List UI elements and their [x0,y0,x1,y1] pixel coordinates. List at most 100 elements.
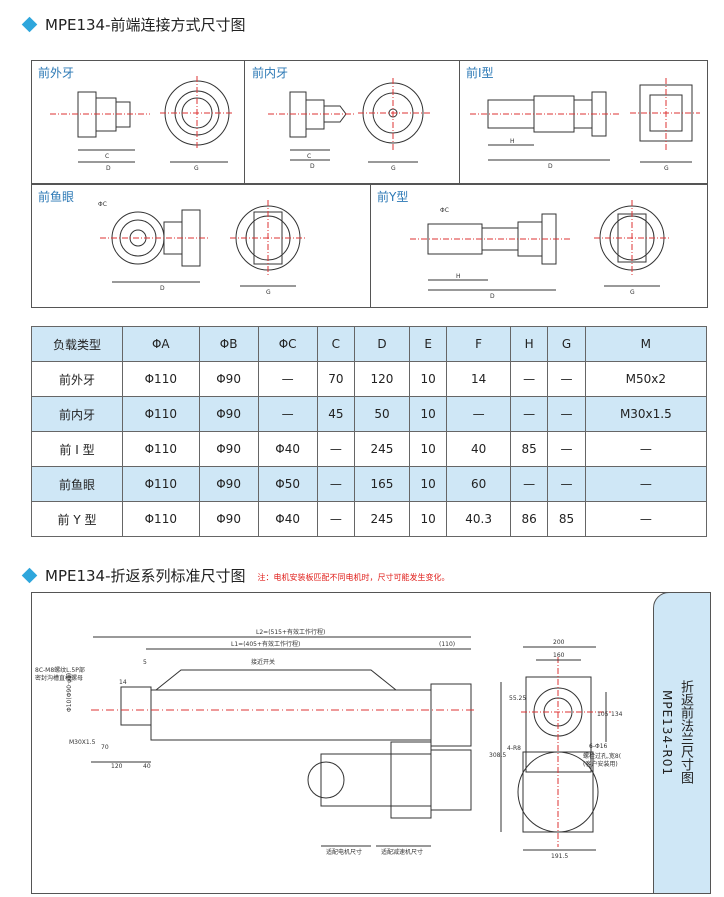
section-title-fold: MPE134-折返系列标准尺寸图 注：电机安装板匹配不同电机时，尺寸可能发生变化… [20,565,450,586]
dim-134: 134 [611,711,623,718]
panel-label-front-y: 前Y型 [377,190,409,204]
dim-l2: L2=(515+有效工作行程) [256,628,325,636]
table-cell: 85 [547,501,586,537]
section-title-text: MPE134-前端连接方式尺寸图 [45,16,246,34]
drawings-row-bottom [31,184,708,308]
table-cell: 10 [408,501,448,537]
table-cell: 前外牙 [31,361,123,397]
table-cell: Φ110 [122,431,200,467]
section-title-text: MPE134-折返系列标准尺寸图 [45,567,246,585]
dim-label-c-1: C [105,153,109,160]
panel-label-front-fisheye: 前鱼眼 [38,190,75,204]
table-cell: — [509,466,549,502]
dim-3085: 308.5 [489,752,506,759]
table-cell: Φ50 [257,466,318,502]
reducer-size-note: 适配减速机尺寸 [381,848,423,856]
dim-1915: 191.5 [551,853,568,860]
front-connection-drawings: C D G C D G H D G ΦC D G ΦC H D G [50,76,700,300]
table-cell: 50 [354,396,410,432]
table-cell: Φ90 [198,431,259,467]
dim-label-h-5: H [456,273,461,280]
table-row: 前 I 型 Φ110 Φ90 Φ40 — 245 10 40 85 — — [31,431,708,467]
table-cell: — [509,396,549,432]
section-note: 注：电机安装板匹配不同电机时，尺寸可能发生变化。 [257,572,450,582]
table-cell: 前内牙 [31,396,123,432]
fold-drawing-box [31,592,709,894]
table-cell: 245 [354,501,410,537]
dim-105: 105 [597,711,609,718]
table-header-cell: ΦC [257,326,318,362]
drawing-code: MPE134-R01 [660,690,674,777]
holes-note-2: (客户安装用) [583,760,618,768]
table-header-cell: 负载类型 [31,326,123,362]
table-cell: — [446,396,511,432]
panel-label-front-internal: 前内牙 [252,66,289,80]
dim-120: 120 [111,763,123,770]
table-header-cell: E [408,326,448,362]
dim-label-c-2: C [307,153,311,160]
table-cell: Φ40 [257,501,318,537]
table-cell: Φ110 [122,501,200,537]
table-cell: Φ110 [122,361,200,397]
table-cell: 前 I 型 [31,431,123,467]
table-cell: Φ90 [198,361,259,397]
dim-14: 14 [119,679,127,686]
table-cell: — [257,361,318,397]
dim-label-h-3: H [510,138,515,145]
table-cell: 165 [354,466,410,502]
table-header-cell: C [316,326,356,362]
dim-label-d-5: D [490,293,495,300]
table-cell: 10 [408,466,448,502]
dim-l1: L1=(405+有效工作行程) [231,640,300,648]
dim-holes: 6-Φ16 [589,743,608,750]
dim-label-d-4: D [160,285,165,292]
table-cell: 70 [316,361,356,397]
dim-label-d-1: D [106,165,111,172]
table-cell: 120 [354,361,410,397]
table-row: 前 Y 型 Φ110 Φ90 Φ40 — 245 10 40.3 86 85 — [31,501,708,537]
thread-note: 8C-M8螺纹L.5P部 [35,666,85,674]
table-cell: Φ90 [198,396,259,432]
table-cell: Φ90 [198,466,259,502]
phi-main: Φ10(Φ90·φ1) [66,673,73,712]
drawings-row-top [31,60,708,184]
table-cell: 40 [446,431,511,467]
holes-note-1: 螺栓过孔,宽8( [583,752,621,760]
dim-label-d-2: D [310,163,315,170]
table-cell: 60 [446,466,511,502]
dim-70: 70 [101,744,109,751]
diamond-bullet-icon [21,567,38,584]
dim-110: (110) [439,641,455,648]
dim-40: 40 [143,763,151,770]
table-header-cell: ΦA [122,326,200,362]
table-cell: — [509,361,549,397]
table-cell: 10 [408,431,448,467]
table-cell: — [316,501,356,537]
table-cell: 前 Y 型 [31,501,123,537]
table-cell: 10 [408,396,448,432]
spec-table: 负载类型 ΦA ΦB ΦC C D E F H G M 前外牙 Φ110 Φ90… [31,326,708,537]
motor-size-note: 适配电机尺寸 [326,848,362,856]
side-panel [653,592,711,894]
table-cell: 85 [509,431,549,467]
dim-5: 5 [143,659,147,666]
table-cell: — [257,396,318,432]
fold-drawing-svg: L2=(515+有效工作行程) L1=(405+有效工作行程) (110) 5 … [35,628,623,860]
dim-200: 200 [553,639,565,646]
table-cell: M30x1.5 [584,396,708,432]
table-cell: — [547,361,586,397]
table-header-cell: G [547,326,586,362]
dim-5525: 55.25 [509,695,526,702]
table-cell: Φ40 [257,431,318,467]
dim-label-pc-4: ΦC [98,201,107,208]
table-row: 前内牙 Φ110 Φ90 — 45 50 10 — — — M30x1.5 [31,396,708,432]
dim-m30: M30X1.5 [69,739,96,746]
table-cell: — [584,466,708,502]
dim-label-g-4: G [266,289,271,296]
table-cell: — [316,431,356,467]
table-header-cell: M [584,326,708,362]
table-cell: — [547,396,586,432]
table-cell: Φ110 [122,396,200,432]
table-cell: — [584,501,708,537]
table-cell: 14 [446,361,511,397]
